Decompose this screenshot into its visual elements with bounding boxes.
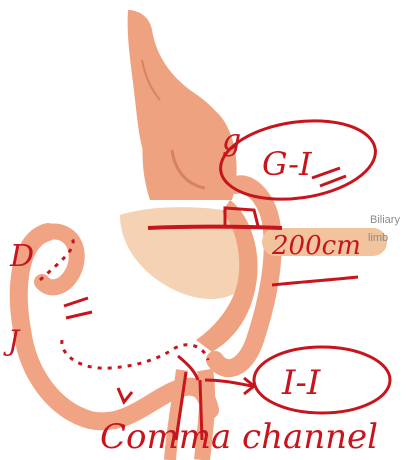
label-common-channel: Comma channel (100, 417, 378, 457)
ii-circle (254, 347, 390, 413)
label-j: J (3, 324, 21, 357)
biliary-label: Biliary (370, 214, 400, 226)
label-gi: G-I (262, 145, 313, 183)
tick-2 (66, 312, 92, 318)
label-d: D (9, 239, 34, 274)
staple-line (148, 227, 282, 229)
gi-underline-1 (312, 168, 340, 178)
gi-underline-2 (320, 176, 346, 186)
limb-label: limb (368, 232, 388, 244)
v-mark (118, 388, 132, 402)
label-ii: I-I (281, 363, 321, 403)
label-g: g (222, 123, 241, 158)
tick-1 (64, 298, 88, 306)
length-underline (272, 277, 358, 285)
label-length: 200cm (271, 231, 361, 261)
